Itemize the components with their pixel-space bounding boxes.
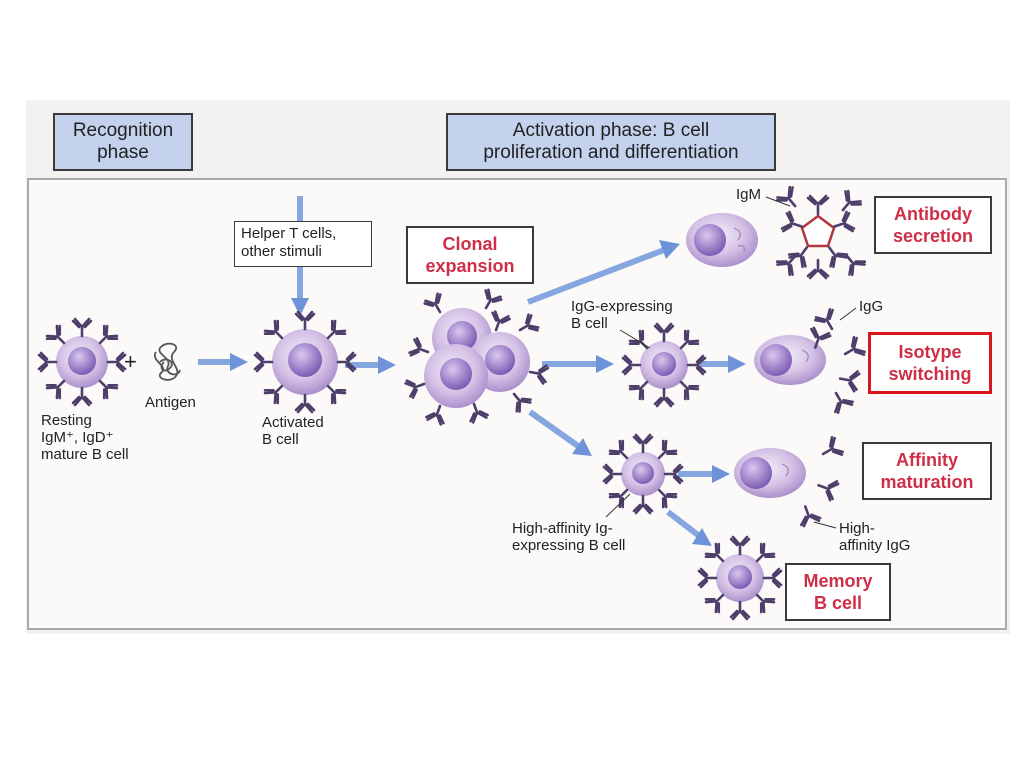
resting-b-cell — [37, 317, 127, 407]
igg-pointer — [839, 307, 857, 321]
arrow-clonal-to-igg-cell — [542, 355, 614, 373]
memory-b-cell — [697, 535, 783, 621]
igg-expressing-b-cell — [621, 322, 707, 408]
high-affinity-cell-pointer — [605, 493, 631, 518]
arrow-igg-cell-to-plasma — [700, 355, 746, 373]
igg-label: IgG — [859, 298, 884, 315]
igm-pointer — [765, 196, 791, 207]
plasma-cell-igg — [754, 335, 826, 385]
arrow-resting-to-activated — [198, 353, 248, 371]
igm-pentamer — [774, 184, 868, 280]
arrow-clonal-to-secretion — [526, 240, 680, 305]
high-affinity-igg-label: High-affinity IgG — [839, 520, 911, 554]
igg-cell-pointer — [619, 329, 651, 349]
plus-sign: + — [124, 349, 137, 374]
antigen-icon — [153, 342, 181, 381]
arrow-high-affinity-to-memory — [666, 509, 712, 546]
activated-b-cell — [253, 310, 357, 414]
antigen-label: Antigen — [145, 394, 196, 411]
arrow-high-affinity-to-plasma — [678, 465, 730, 483]
plasma-cell-high-affinity — [734, 448, 806, 498]
high-affinity-cell-label: High-affinity Ig-expressing B cell — [512, 520, 626, 554]
arrow-clonal-to-high-affinity — [528, 409, 592, 456]
high-affinity-igg-pointer — [813, 521, 837, 529]
clonal-expansion-cluster — [403, 287, 550, 427]
igm-label: IgM — [736, 186, 762, 203]
plasma-cell-igm — [686, 213, 758, 267]
helper-t-cells-box: Helper T cells,other stimuli — [234, 221, 372, 267]
high-affinity-b-cell — [602, 433, 684, 515]
